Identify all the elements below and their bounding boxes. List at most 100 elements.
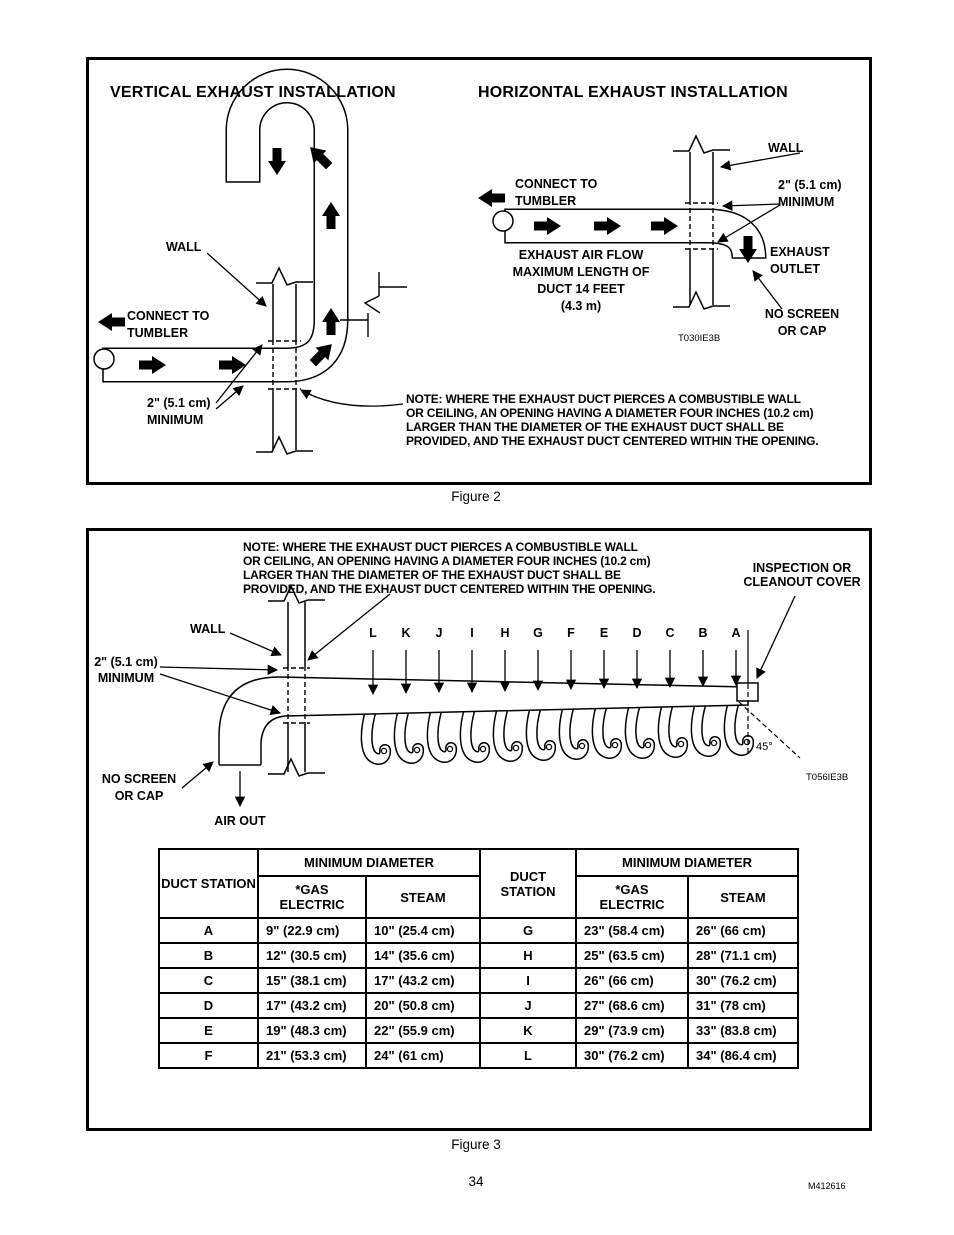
steam-value-cell: 30" (76.2 cm) (687, 967, 799, 994)
station-cell: I (479, 967, 577, 994)
gas-value-cell: 9" (22.9 cm) (257, 917, 367, 944)
gas-value-cell: 26" (66 cm) (575, 967, 689, 994)
station-cell: A (158, 917, 259, 944)
wall-break-top (268, 584, 325, 604)
no-screen-label: NO SCREEN (764, 307, 840, 321)
no-screen-label: NO SCREEN (101, 772, 177, 786)
tumbler-connection-circle (492, 210, 514, 232)
wall-break-bottom (256, 435, 313, 455)
station-letter: L (369, 626, 377, 640)
gas-value-cell: 17" (43.2 cm) (257, 992, 367, 1019)
duct-diameter-table: DUCT STATION MINIMUM DIAMETER DUCT STATI… (158, 848, 799, 1069)
note-line: LARGER THAN THE DIAMETER OF THE EXHAUST … (243, 568, 621, 582)
station-letter: J (435, 626, 443, 640)
gas-electric-header: *GAS ELECTRIC (575, 875, 689, 919)
wall-break-top (673, 134, 730, 154)
station-cell: D (158, 992, 259, 1019)
gas-value-cell: 23" (58.4 cm) (575, 917, 689, 944)
table-row: E 19" (48.3 cm) 22" (55.9 cm) K 29" (73.… (158, 1017, 799, 1044)
airflow-note-label: MAXIMUM LENGTH OF (512, 265, 650, 279)
station-cell: B (158, 942, 259, 969)
steam-value-cell: 22" (55.9 cm) (365, 1017, 481, 1044)
station-letter: I (470, 626, 474, 640)
combustible-wall-note: NOTE: WHERE THE EXHAUST DUCT PIERCES A C… (243, 540, 656, 596)
station-cell: K (479, 1017, 577, 1044)
station-letter: E (599, 626, 609, 640)
note-line: PROVIDED, AND THE EXHAUST DUCT CENTERED … (243, 582, 656, 596)
minimum-clearance-label: 2" (5.1 cm) (147, 396, 211, 410)
steam-value-cell: 28" (71.1 cm) (687, 942, 799, 969)
leader-lines (717, 152, 801, 310)
exhaust-outlet-label: OUTLET (770, 262, 820, 276)
drawing-id: T030IE3B (678, 333, 721, 344)
wall-label: WALL (166, 240, 202, 254)
figure2-frame (86, 57, 872, 485)
station-cell: H (479, 942, 577, 969)
table-row: B 12" (30.5 cm) 14" (35.6 cm) H 25" (63.… (158, 942, 799, 969)
opening-dashed-lines (268, 340, 301, 392)
gas-value-cell: 21" (53.3 cm) (257, 1042, 367, 1069)
steam-value-cell: 26" (66 cm) (687, 917, 799, 944)
vertical-installation-title: VERTICAL EXHAUST INSTALLATION (110, 84, 396, 101)
station-cell: F (158, 1042, 259, 1069)
station-hooks (360, 695, 755, 765)
minimum-clearance-label: 2" (5.1 cm) (94, 655, 158, 669)
station-letter: C (665, 626, 675, 640)
gas-value-cell: 25" (63.5 cm) (575, 942, 689, 969)
minimum-clearance-label: MINIMUM (97, 671, 155, 685)
wall-break-top (256, 266, 313, 286)
station-letter: G (533, 626, 543, 640)
vertical-exhaust-diagram (93, 68, 407, 455)
gas-value-cell: 15" (38.1 cm) (257, 967, 367, 994)
wall-break-bottom (673, 290, 730, 310)
gas-value-cell: 12" (30.5 cm) (257, 942, 367, 969)
wall-label: WALL (190, 622, 226, 636)
connect-to-tumbler-label: TUMBLER (515, 194, 577, 208)
wall-lines (256, 266, 313, 455)
steam-value-cell: 24" (61 cm) (365, 1042, 481, 1069)
min-diameter-header: MINIMUM DIAMETER (575, 848, 799, 877)
connect-to-tumbler-label: TUMBLER (127, 326, 189, 340)
station-letter: K (401, 626, 411, 640)
duct-station-header: DUCT STATION (479, 848, 577, 919)
exhaust-outlet-label: EXHAUST (770, 245, 830, 259)
connect-to-tumbler-label: CONNECT TO (127, 309, 210, 323)
gas-value-cell: 30" (76.2 cm) (575, 1042, 689, 1069)
station-cell: G (479, 917, 577, 944)
station-letter: F (567, 626, 575, 640)
angle-45-label: 45° (756, 741, 773, 753)
station-cell: E (158, 1017, 259, 1044)
note-line: LARGER THAN THE DIAMETER OF THE EXHAUST … (406, 420, 784, 434)
figure3-caption: Figure 3 (451, 1137, 501, 1152)
minimum-clearance-label: MINIMUM (778, 195, 835, 209)
station-letter: D (632, 626, 642, 640)
gas-header-line: *GAS (295, 882, 329, 897)
station-letter: A (731, 626, 741, 640)
gas-electric-header: *GAS ELECTRIC (257, 875, 367, 919)
connect-to-tumbler-label: CONNECT TO (515, 177, 598, 191)
steam-value-cell: 34" (86.4 cm) (687, 1042, 799, 1069)
opening-dashed-lines (685, 200, 718, 252)
inspection-cover-label: INSPECTION OR (752, 561, 852, 575)
gas-value-cell: 19" (48.3 cm) (257, 1017, 367, 1044)
gas-value-cell: 29" (73.9 cm) (575, 1017, 689, 1044)
airflow-note-label: EXHAUST AIR FLOW (518, 248, 644, 262)
steam-value-cell: 14" (35.6 cm) (365, 942, 481, 969)
steam-header: STEAM (687, 875, 799, 919)
multi-station-exhaust-diagram (159, 584, 801, 808)
gas-header-line: *GAS (615, 882, 649, 897)
page-number: 34 (468, 1174, 484, 1189)
gas-value-cell: 27" (68.6 cm) (575, 992, 689, 1019)
table-row: D 17" (43.2 cm) 20" (50.8 cm) J 27" (68.… (158, 992, 799, 1019)
drawing-id: T056IE3B (806, 772, 849, 783)
no-screen-label: OR CAP (114, 789, 164, 803)
ceiling-break-glyph (340, 272, 407, 337)
wall-lines (268, 584, 325, 777)
wall-break-bottom (268, 757, 325, 777)
wall-lines (673, 134, 730, 310)
station-letter: H (500, 626, 510, 640)
leader-lines (159, 593, 796, 808)
table-row: F 21" (53.3 cm) 24" (61 cm) L 30" (76.2 … (158, 1042, 799, 1069)
